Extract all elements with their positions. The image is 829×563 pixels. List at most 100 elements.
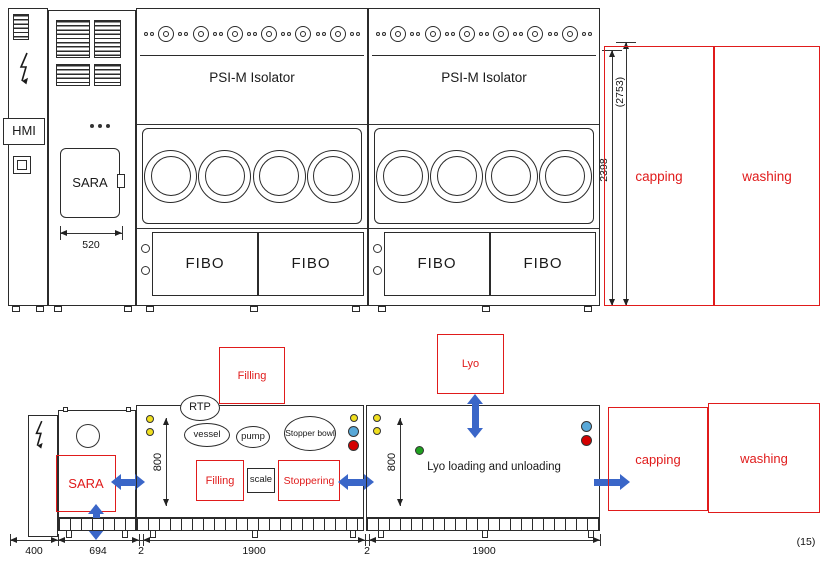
dim-400: 400 [25, 545, 43, 557]
panel-divider [369, 228, 599, 229]
filter-dots [581, 31, 592, 36]
fibo-unit: FIBO [152, 232, 258, 296]
dim-arrow [397, 418, 403, 425]
dim-arrow [623, 299, 629, 306]
status-dot-red [581, 435, 592, 446]
electrical-cabinet-plan [28, 415, 58, 537]
dim-line-2753 [626, 42, 627, 306]
filter-dots [349, 31, 360, 36]
dim-arrow [397, 499, 403, 506]
mount-detail [126, 407, 131, 412]
filter-port [458, 25, 475, 42]
dim-arrow [358, 537, 365, 543]
dim-arrow [593, 537, 600, 543]
dim-arrow [115, 230, 122, 236]
lightning-icon [19, 52, 28, 85]
lyo-section-plan [366, 405, 600, 518]
filter-port [561, 25, 578, 42]
valve-detail [373, 266, 382, 275]
arrowhead [135, 474, 145, 490]
filter-port [158, 25, 175, 42]
dim-tick [365, 534, 366, 546]
flow-arrow-lyo-vertical [466, 394, 484, 438]
filter-dots [315, 31, 326, 36]
sara-vent [94, 64, 121, 86]
status-dot-yellow [146, 428, 154, 436]
filter-port [295, 25, 312, 42]
base-frame [58, 518, 136, 531]
cabinet-switch-inner [17, 160, 27, 170]
filter-dots [144, 31, 155, 36]
machine-foot [54, 306, 62, 312]
stopper-bowl: Stopper bowl [284, 416, 336, 451]
isolator-1-filter-row [140, 12, 364, 56]
dim-tick [122, 226, 123, 240]
machine-foot [378, 530, 384, 538]
capping-zone-plan: capping [608, 407, 708, 511]
valve-detail [373, 244, 382, 253]
dim-arrow [58, 537, 65, 543]
dim-chain-line [10, 540, 600, 541]
flow-arrow-sara-filling [111, 473, 145, 491]
filter-dots [246, 31, 257, 36]
arrow-bar [119, 478, 137, 486]
isolator-1-title: PSI-M Isolator [209, 70, 295, 86]
machine-foot [482, 530, 488, 538]
filter-port [424, 25, 441, 42]
hmi-panel: HMI [3, 118, 45, 145]
glove-port [538, 149, 592, 203]
stoppering-area: Stoppering [278, 460, 340, 501]
cabinet-switch [13, 156, 31, 174]
sara-width-dim: 520 [82, 239, 100, 251]
indicator-dot [90, 124, 94, 128]
machine-foot [36, 306, 44, 312]
dim-arrow [10, 537, 17, 543]
washing-zone-front: washing [714, 46, 820, 306]
status-dot-yellow [373, 427, 381, 435]
glove-port [430, 149, 484, 203]
filling-area: Filling [196, 460, 244, 501]
machine-foot [66, 530, 72, 538]
filter-port [226, 25, 243, 42]
isolator-2-filter-row [372, 12, 596, 56]
dim-line-2398 [612, 50, 613, 306]
glove-port [252, 149, 306, 203]
dim-1900-b: 1900 [472, 545, 496, 557]
base-frame [136, 518, 364, 531]
filter-port [390, 25, 407, 42]
filter-dots [547, 31, 558, 36]
dim-arrow [143, 537, 150, 543]
panel-divider [369, 124, 599, 125]
filter-port [261, 25, 278, 42]
glove-port [306, 149, 360, 203]
indicator-dot [106, 124, 110, 128]
lyo-loading-label: Lyo loading and unloading [427, 461, 561, 474]
machine-foot [584, 306, 592, 312]
machine-foot [378, 306, 386, 312]
status-dot-blue [348, 426, 359, 437]
isolator-2-glove-panel [374, 128, 594, 224]
arrowhead [111, 474, 121, 490]
dim-arrow [51, 537, 58, 543]
washing-zone-plan: washing [708, 403, 820, 513]
panel-divider [137, 124, 367, 125]
filter-dots [281, 31, 292, 36]
filter-dots [212, 31, 223, 36]
machine-foot [12, 306, 20, 312]
machine-foot [124, 306, 132, 312]
dim-gap-2: 2 [364, 545, 370, 557]
fibo-unit: FIBO [490, 232, 596, 296]
machine-foot [588, 530, 594, 538]
sara-door-latch [117, 174, 125, 188]
dim-arrow [369, 537, 376, 543]
sara-zone-plan: SARA [56, 455, 116, 512]
filter-port [527, 25, 544, 42]
dim-arrow [623, 42, 629, 49]
machine-foot [122, 530, 128, 538]
machine-foot [252, 530, 258, 538]
filter-dots [513, 31, 524, 36]
filling-section-plan [136, 405, 364, 518]
machine-foot [250, 306, 258, 312]
dim-15: (15) [796, 536, 816, 548]
